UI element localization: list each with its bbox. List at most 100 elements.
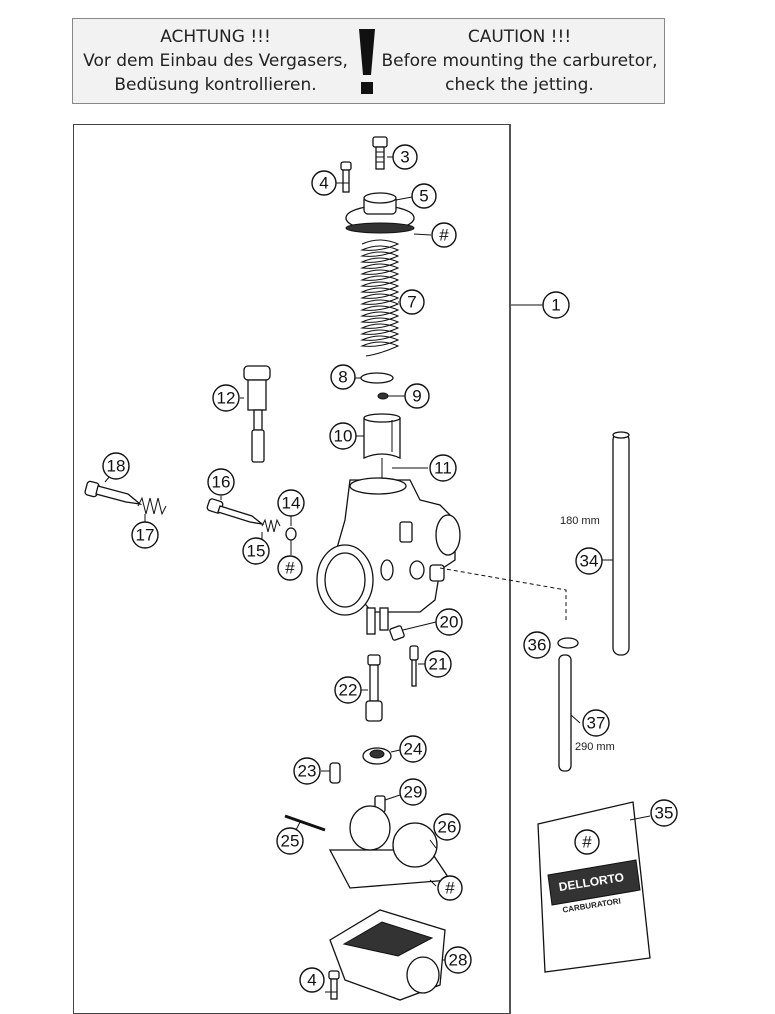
svg-text:22: 22 [339, 681, 358, 700]
part-20-jet [389, 625, 405, 641]
svg-text:37: 37 [587, 714, 606, 733]
callout-24: 24 [399, 735, 427, 763]
callout-18: 18 [102, 452, 130, 480]
callout-7: 7 [399, 289, 425, 315]
svg-text:7: 7 [407, 293, 416, 312]
part-9-clip [377, 392, 389, 400]
svg-text:17: 17 [136, 526, 155, 545]
callout-hash-3: # [437, 875, 463, 901]
part-5-cap [345, 192, 415, 234]
callout-37: 37 [582, 709, 610, 737]
callout-16: 16 [207, 468, 235, 496]
callout-26: 26 [433, 813, 461, 841]
svg-text:11: 11 [434, 459, 452, 478]
callout-36: 36 [523, 631, 551, 659]
warning-en-line1: Before mounting the carburetor, [381, 51, 658, 71]
callout-9: 9 [404, 383, 430, 409]
callout-hash-4: # [574, 829, 600, 855]
part-35-jet-kit-package: DELLORTO CARBURATORI [537, 801, 651, 973]
callout-23: 23 [293, 757, 321, 785]
part-34-tube [612, 431, 630, 656]
part-10-throttle-slide [363, 413, 401, 459]
svg-text:28: 28 [449, 951, 468, 970]
part-22-atomizer [365, 654, 383, 722]
warning-en-title: CAUTION !!! [467, 27, 572, 47]
part-23-float-needle [329, 762, 341, 784]
svg-text:10: 10 [334, 427, 353, 446]
part-7-spring [360, 239, 400, 357]
svg-text:15: 15 [247, 542, 266, 561]
part-4-screw [340, 161, 352, 193]
svg-text:4: 4 [307, 971, 316, 990]
part-24-valve-seat [362, 747, 392, 765]
callout-20: 20 [435, 608, 463, 636]
svg-text:26: 26 [438, 818, 457, 837]
part-36-clamp [557, 637, 579, 649]
part-8-washer [360, 372, 394, 384]
svg-text:23: 23 [298, 762, 317, 781]
part-17-spring [137, 496, 167, 516]
callout-34: 34 [575, 547, 603, 575]
svg-text:8: 8 [338, 368, 347, 387]
svg-text:16: 16 [212, 473, 231, 492]
part-25-pin [284, 814, 326, 832]
warning-box: ACHTUNG !!! Vor dem Einbau des Vergasers… [72, 18, 665, 104]
part-4-bottom-screw [328, 970, 340, 1000]
callout-5: 5 [411, 183, 437, 209]
callout-hash-1: # [431, 222, 457, 248]
callout-4-top: 4 [311, 170, 337, 196]
callout-14: 14 [277, 489, 305, 517]
svg-text:25: 25 [281, 832, 300, 851]
svg-text:#: # [582, 833, 592, 852]
part-26-float [328, 805, 452, 889]
part-14-washer [285, 527, 297, 541]
warning-de-line1: Vor dem Einbau des Vergasers, [83, 51, 348, 71]
callout-3: 3 [392, 144, 418, 170]
part-16-idle-screw [206, 498, 265, 526]
callout-29: 29 [399, 778, 427, 806]
callout-4-bottom: 4 [299, 967, 325, 993]
warning-german: ACHTUNG !!! Vor dem Einbau des Vergasers… [73, 25, 358, 97]
carburetor-body [316, 477, 461, 635]
exclamation-icon [359, 29, 375, 94]
callout-12: 12 [212, 384, 240, 412]
part-18-mixture-screw [84, 480, 143, 505]
svg-text:24: 24 [404, 740, 423, 759]
svg-text:#: # [285, 559, 295, 578]
callout-22: 22 [334, 676, 362, 704]
part-12-choke [243, 365, 271, 463]
callout-35: 35 [650, 799, 678, 827]
callout-25: 25 [276, 827, 304, 855]
callout-1: 1 [542, 291, 570, 319]
callout-28: 28 [444, 946, 472, 974]
svg-text:20: 20 [440, 613, 459, 632]
svg-text:18: 18 [107, 457, 126, 476]
svg-text:34: 34 [580, 552, 599, 571]
callout-21: 21 [424, 650, 452, 678]
svg-text:29: 29 [404, 783, 423, 802]
callout-11: 11 [429, 454, 457, 482]
svg-text:35: 35 [655, 804, 674, 823]
callout-hash-2: # [277, 555, 303, 581]
callout-10: 10 [329, 422, 357, 450]
svg-text:4: 4 [319, 174, 328, 193]
part-37-tube [558, 654, 572, 772]
svg-text:1: 1 [551, 296, 560, 315]
svg-text:9: 9 [412, 387, 421, 406]
part-3-screw [372, 136, 388, 170]
warning-en-line2: check the jetting. [445, 75, 594, 95]
svg-text:3: 3 [400, 148, 409, 167]
svg-text:#: # [439, 226, 449, 245]
callout-15: 15 [242, 537, 270, 565]
svg-text:5: 5 [419, 187, 428, 206]
svg-text:#: # [445, 879, 455, 898]
svg-text:36: 36 [528, 636, 547, 655]
warning-english: CAUTION !!! Before mounting the carburet… [373, 25, 666, 97]
dimension-290mm: 290 mm [575, 741, 615, 753]
callout-8: 8 [330, 364, 356, 390]
dimension-180mm: 180 mm [560, 515, 600, 527]
svg-text:14: 14 [282, 494, 301, 513]
warning-de-line2: Bedüsung kontrollieren. [114, 75, 317, 95]
part-21-needle-jet [409, 645, 419, 687]
